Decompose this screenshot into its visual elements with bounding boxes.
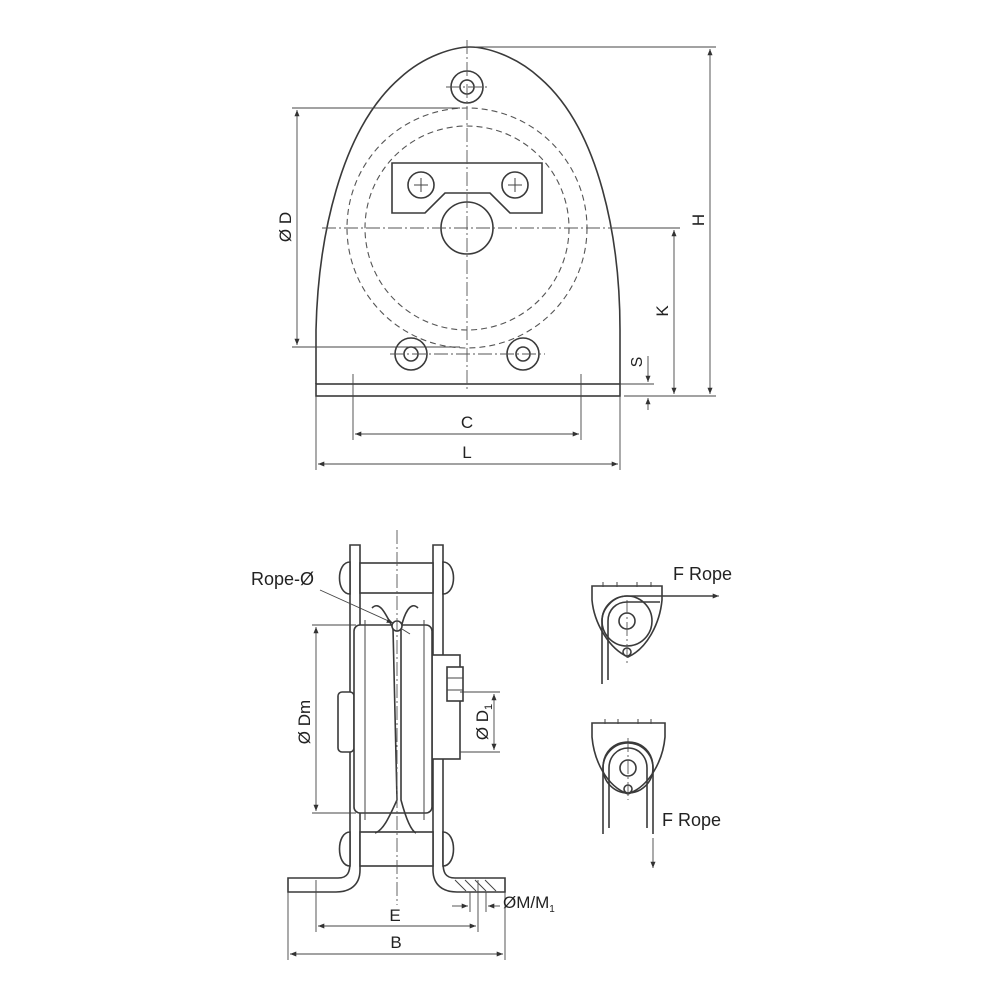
clamp-bolt-right [501,171,529,199]
label-f-rope-top: F Rope [673,564,732,584]
label-dia-Dm: Ø Dm [295,700,314,744]
side-view: Rope-Ø Ø Dm Ø D1 E B ØM/M1 [251,530,555,960]
label-E: E [389,906,400,925]
label-rope-dia: Rope-Ø [251,569,314,589]
rope-leader-exit [401,628,411,635]
base-flange-left [287,544,361,893]
clamp-bolt-left [407,171,435,199]
front-view: Ø D H K S C L [276,40,716,470]
label-dia-D1: Ø D1 [473,704,495,740]
hub-nut [446,666,464,702]
fd1-rope-inner [607,601,660,680]
bottom-bolt-head-left [338,831,351,867]
bottom-spacer [359,831,434,867]
label-S: S [629,357,646,368]
sheave-groove [371,605,398,834]
label-C: C [461,413,473,432]
bottom-bolt-head-right [442,831,455,867]
sheave-groove-right [400,605,419,834]
fd2-rope-inner [608,747,648,828]
label-K: K [653,305,672,317]
top-bolt-head-left [338,561,351,595]
label-dia-M: ØM/M1 [503,893,555,915]
label-f-rope-bottom: F Rope [662,810,721,830]
clamp-bolt-left-cross [414,178,428,192]
force-diagram-horizontal: F Rope [591,564,732,684]
side-plate-outline [315,46,621,384]
sheave-hub-left [337,691,355,753]
fd2-rope [602,741,654,834]
label-dia-D1-group: Ø D1 [473,704,495,740]
foot-hatch [454,879,497,892]
clamp-bolt-right-cross [508,178,522,192]
base-plate [315,383,621,397]
label-dia-D: Ø D [276,212,295,242]
label-H: H [689,214,708,226]
top-spacer [359,562,434,594]
fd2-bolts [604,719,652,724]
fd1-bolts [602,582,652,587]
label-L: L [462,443,471,462]
hub-nut-lines [447,677,463,691]
fd1-rope [601,595,716,684]
label-B: B [390,933,401,952]
force-diagram-vertical: F Rope [591,719,721,868]
rope-leader [319,589,394,624]
base-flange-right [432,544,506,893]
top-bolt-head-right [442,561,455,595]
